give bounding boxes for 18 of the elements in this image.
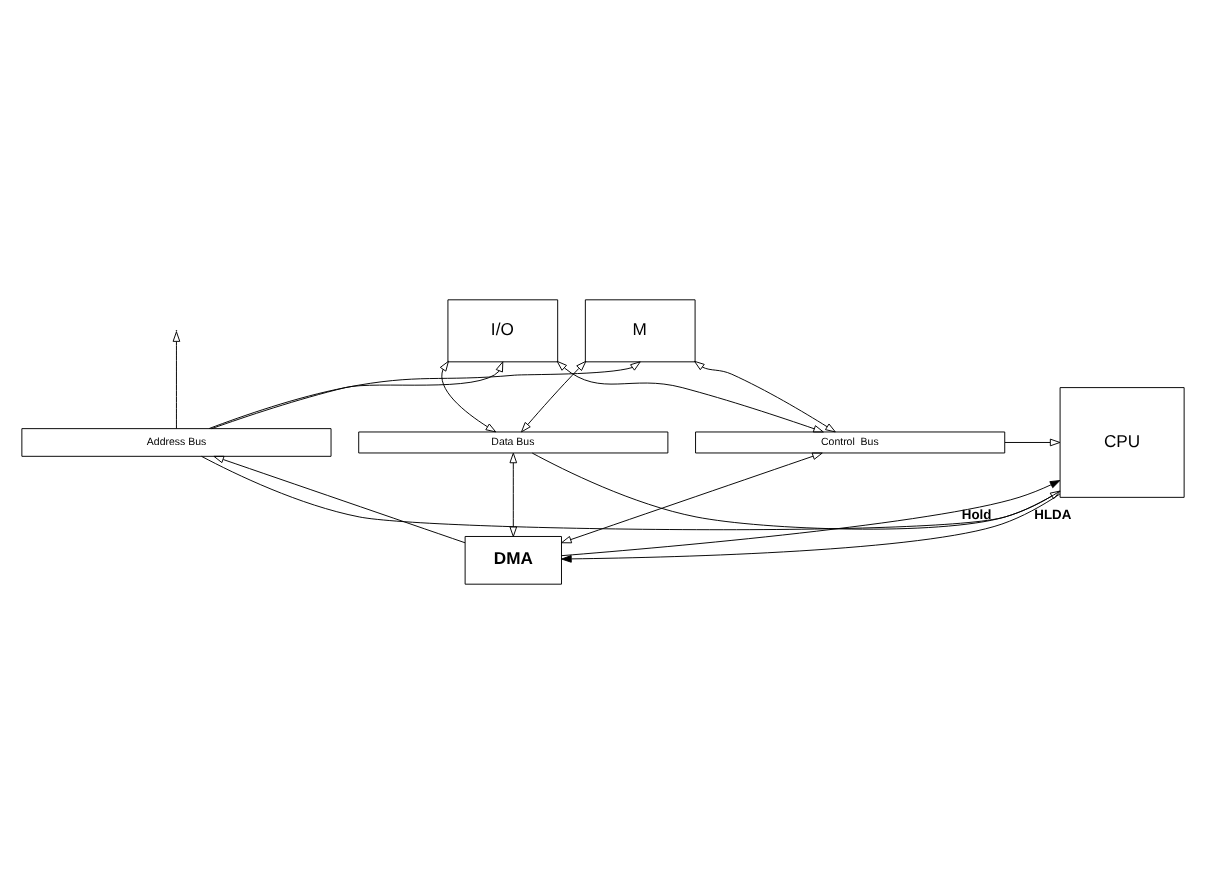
- connector: [201, 454, 1061, 530]
- arrow: [694, 359, 836, 432]
- arrow: [213, 454, 466, 543]
- arrow: [561, 492, 1061, 562]
- arrow: [208, 360, 641, 428]
- node-box: DMA: [464, 535, 562, 584]
- arrow: [561, 451, 823, 543]
- arrow: [556, 359, 824, 432]
- arrow: [531, 451, 1061, 529]
- arrow: [521, 359, 587, 432]
- node-box: I/O: [447, 298, 559, 362]
- node-box: CPU: [1059, 386, 1185, 497]
- arrow: [439, 359, 497, 432]
- arrow: [1004, 437, 1061, 446]
- arrow: [509, 451, 518, 536]
- arrow: [211, 360, 504, 429]
- node-box: M: [584, 298, 696, 362]
- arrow: [561, 479, 1061, 556]
